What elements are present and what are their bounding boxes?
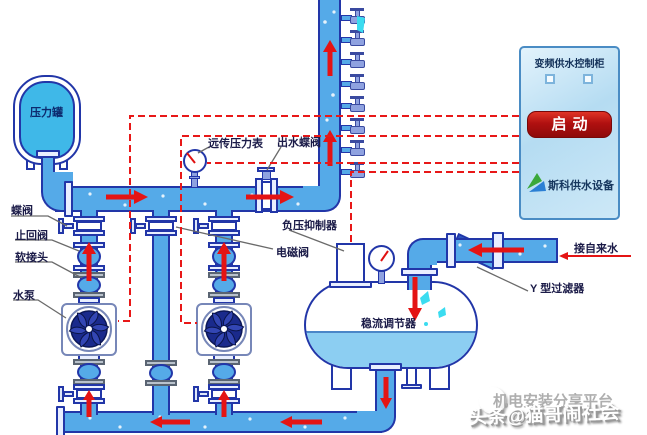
indicator-light: [583, 74, 593, 84]
watermark-line2: 头条@猫哥闹社会: [467, 402, 620, 429]
soft-joint-icon: [73, 359, 105, 385]
flange-plate: [56, 406, 65, 435]
pipe-elbow: [303, 186, 341, 212]
label-y-type-filter: Y 型过滤器: [530, 283, 585, 295]
butterfly-valve-icon: [193, 216, 240, 236]
gauge-stem-tick: [189, 176, 200, 179]
watermark-logo: [479, 387, 506, 414]
pump-impeller-icon: [66, 306, 112, 352]
tank-drain-stub: [406, 366, 417, 386]
label-remote-pressure-gauge: 远传压力表: [208, 138, 263, 150]
flange-plate: [369, 363, 402, 371]
butterfly-valve-icon: [58, 384, 105, 404]
faucet-icon: [341, 30, 366, 47]
cabinet-title: 变频供水控制柜: [534, 59, 605, 70]
faucet-icon: [341, 162, 366, 179]
solenoid-valve-icon: [130, 216, 177, 236]
riser-pipe: [318, 0, 341, 188]
faucet-icon: [341, 96, 366, 113]
flange-plate: [446, 233, 456, 268]
label-butterfly-valve: 蝶阀: [11, 205, 33, 217]
soft-joint-icon: [145, 360, 177, 386]
butterfly-valve-icon: [58, 216, 105, 236]
faucet-icon: [341, 74, 366, 91]
remote-pressure-gauge-icon: [183, 149, 207, 173]
gauge-stem: [378, 271, 385, 284]
pump-impeller-icon: [201, 306, 247, 352]
start-button: 启动: [527, 111, 612, 138]
flange-plate: [401, 384, 422, 389]
flange-plate: [64, 181, 73, 217]
soft-joint-icon: [208, 272, 240, 298]
faucet-icon: [341, 8, 366, 25]
label-check-valve: 止回阀: [15, 230, 48, 242]
label-solenoid-valve: 电磁阀: [276, 247, 309, 259]
flange-plate: [329, 281, 372, 288]
butterfly-valve-icon: [193, 384, 240, 404]
flange-plate: [401, 268, 438, 276]
watermark-line1: 机电安装分享平台: [493, 393, 614, 410]
tank-outlet-pipe: [375, 368, 396, 413]
soft-joint-icon: [73, 272, 105, 298]
tank-water: [306, 331, 476, 367]
check-valve-icon: [208, 242, 240, 271]
brand-name: 斯科供水设备: [548, 180, 614, 192]
label-tap-water-inlet: 接自来水: [574, 243, 618, 255]
label-negative-pressure-suppressor: 负压抑制器: [282, 220, 337, 232]
label-flexible-joint: 软接头: [15, 252, 48, 264]
flange-plate: [36, 150, 60, 158]
label-water-pump: 水泵: [13, 290, 35, 302]
water-splash: [357, 16, 446, 326]
negative-pressure-suppressor-icon: [336, 243, 365, 283]
pressure-tank-fill: [19, 81, 75, 159]
label-steady-flow-regulator: 稳流调节器: [361, 318, 416, 330]
faucet-icon: [341, 52, 366, 69]
indicator-light: [545, 74, 555, 84]
brand-logo-icon: [527, 173, 546, 192]
tank-pressure-gauge-icon: [368, 245, 395, 272]
label-outlet-butterfly-valve: 出水蝶阀: [277, 137, 321, 149]
soft-joint-icon: [208, 359, 240, 385]
check-valve-icon: [73, 242, 105, 271]
gauge-stem: [191, 171, 198, 188]
label-pressure-tank: 压力罐: [30, 107, 63, 119]
flange-plate: [492, 232, 504, 269]
pipe-elbow: [407, 238, 437, 265]
pipe-elbow: [357, 411, 396, 433]
faucet-icon: [341, 118, 366, 135]
outlet-butterfly-valve-icon: [255, 167, 279, 213]
faucet-icon: [341, 140, 366, 157]
